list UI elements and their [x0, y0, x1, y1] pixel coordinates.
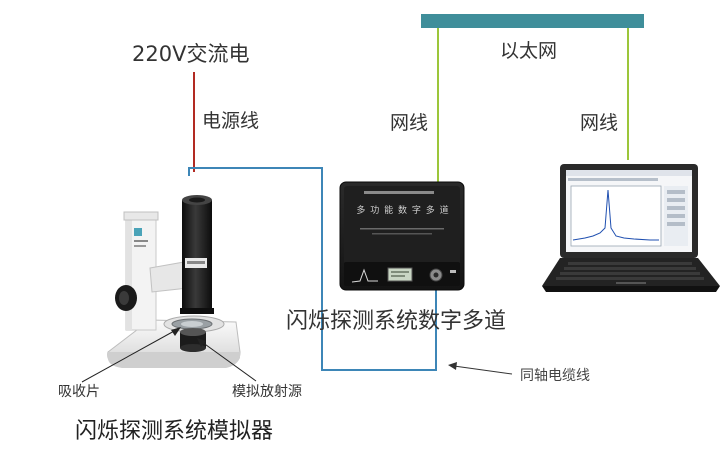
absorber-pointer-arrowhead	[171, 327, 181, 336]
coax-cable	[188, 167, 437, 371]
coax-pointer-line	[453, 365, 513, 375]
absorber-pointer-line	[81, 329, 177, 383]
label-absorber: 吸收片	[58, 384, 100, 400]
label-power-cable: 电源线	[202, 110, 260, 132]
label-coax-cable: 同轴电缆线	[520, 368, 590, 384]
source-pointer-arrowhead	[197, 338, 206, 347]
label-simulated-source: 模拟放射源	[232, 384, 302, 400]
label-network-cable-mca: 网线	[390, 112, 429, 134]
label-ac-power: 220V交流电	[132, 42, 250, 66]
label-mca-unit: 闪烁探测系统数字多道	[286, 309, 507, 334]
coax-pointer-arrowhead	[448, 362, 457, 370]
label-network-cable-laptop: 网线	[580, 112, 619, 134]
label-simulator: 闪烁探测系统模拟器	[75, 419, 274, 444]
label-ethernet: 以太网	[500, 40, 558, 62]
scintillation-simulator	[107, 195, 241, 368]
laptop	[542, 164, 720, 292]
ethernet-bar	[421, 14, 644, 28]
mca-device	[339, 181, 465, 291]
source-pointer-line	[201, 341, 257, 382]
mca-panel-text: 多 功 能 数 字 多 道	[356, 206, 450, 216]
